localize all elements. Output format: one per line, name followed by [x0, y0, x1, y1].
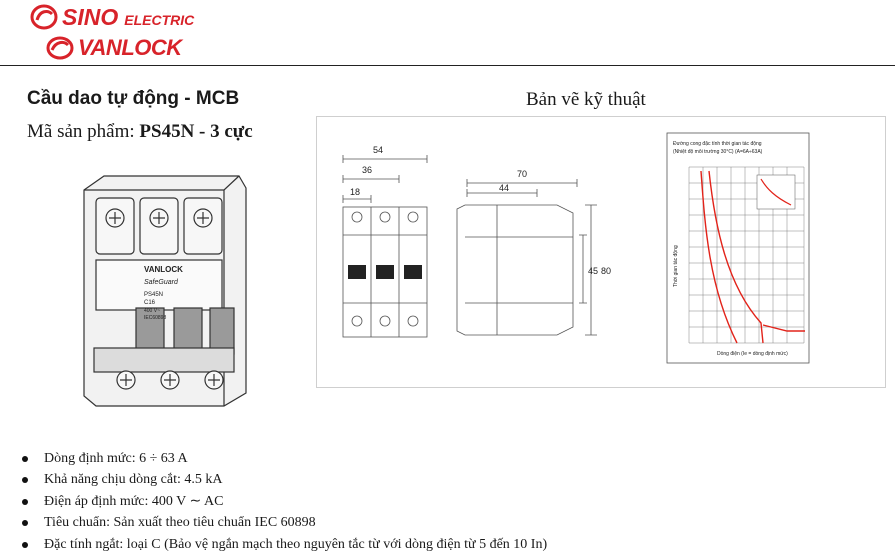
spec-item: Khả năng chịu dòng cắt: 4.5 kA: [22, 470, 547, 492]
dim-pole-width: 18: [350, 187, 360, 197]
curve-x-axis-label: Dòng điện (Ie = dòng định mức): [717, 351, 788, 357]
product-code-label: Mã sản phẩm:: [27, 121, 135, 142]
product-code: Mã sản phẩm: PS45N - 3 cực: [27, 121, 253, 143]
spec-rated-current: Dòng định mức: 6 ÷ 63 A: [44, 450, 188, 466]
breaker-series-label: SafeGuard: [144, 279, 179, 286]
sino-logo-text: SINO: [62, 3, 119, 30]
bullet-icon: [22, 477, 28, 484]
mcb-product-image: VANLOCK SafeGuard PS45N C16 400 V~ IEC60…: [83, 175, 247, 407]
bullet-icon: [22, 455, 28, 462]
spec-item: Tiêu chuẩn: Sản xuất theo tiêu chuẩn IEC…: [22, 513, 547, 535]
curve-y-axis-label: Thời gian tác động: [673, 245, 679, 287]
curve-title-line2: (Nhiệt độ môi trường 30°C) (A=6A÷63A): [673, 149, 763, 155]
dim-depth: 70: [517, 169, 527, 179]
vanlock-logo: VANLOCK: [46, 35, 182, 60]
technical-drawing-title: Bản vẽ kỹ thuật: [526, 89, 646, 110]
trip-curve-max: [708, 170, 764, 344]
product-code-value: PS45N - 3 cực: [139, 121, 253, 142]
spec-item: Đặc tính ngắt: loại C (Bảo vệ ngắn mạch …: [22, 534, 547, 556]
sino-electric-logo: SINO ELECTRIC: [30, 4, 194, 30]
curve-title-line1: Đường cong đặc tính thời gian tác động: [673, 141, 762, 147]
breaker-voltage-label: 400 V~: [144, 308, 160, 314]
dim-height-inner: 45: [588, 266, 598, 276]
dim-overall-width: 54: [373, 145, 383, 155]
spec-rated-voltage: Điện áp định mức: 400 V ∼ AC: [44, 494, 224, 510]
spec-list: Dòng định mức: 6 ÷ 63 A Khả năng chịu dò…: [22, 448, 547, 556]
dimension-drawings: 54 36 18 70 44 45 80 Đường cong đặc tính…: [342, 132, 810, 364]
sino-emblem-icon: [30, 4, 58, 30]
dim-height: 80: [601, 266, 611, 276]
breaker-standard-label: IEC60898: [144, 315, 166, 321]
spec-item: Dòng định mức: 6 ÷ 63 A: [22, 448, 547, 470]
header-divider: [0, 65, 895, 66]
bullet-icon: [22, 498, 28, 505]
electric-logo-text: ELECTRIC: [124, 12, 195, 28]
product-title: Cầu dao tự động - MCB: [27, 88, 240, 109]
bullet-icon: [22, 541, 28, 548]
breaker-model-label: PS45N: [144, 292, 163, 298]
spec-item: Điện áp định mức: 400 V ∼ AC: [22, 491, 547, 513]
trip-curve-min: [700, 170, 738, 344]
bullet-icon: [22, 520, 28, 527]
dim-mid-width: 36: [362, 165, 372, 175]
breaker-brand-label: VANLOCK: [144, 265, 183, 274]
spec-breaking-capacity: Khả năng chịu dòng cắt: 4.5 kA: [44, 472, 223, 488]
spec-standard: Tiêu chuẩn: Sản xuất theo tiêu chuẩn IEC…: [44, 515, 316, 531]
technical-drawing-panel: 54 36 18 70 44 45 80 Đường cong đặc tính…: [316, 116, 886, 388]
vanlock-logo-text: VANLOCK: [78, 35, 182, 60]
spec-trip-characteristic: Đặc tính ngắt: loại C (Bảo vệ ngắn mạch …: [44, 536, 548, 552]
vanlock-emblem-icon: [46, 36, 74, 60]
breaker-rating-label: C16: [144, 300, 156, 306]
dim-depth-inner: 44: [499, 183, 509, 193]
